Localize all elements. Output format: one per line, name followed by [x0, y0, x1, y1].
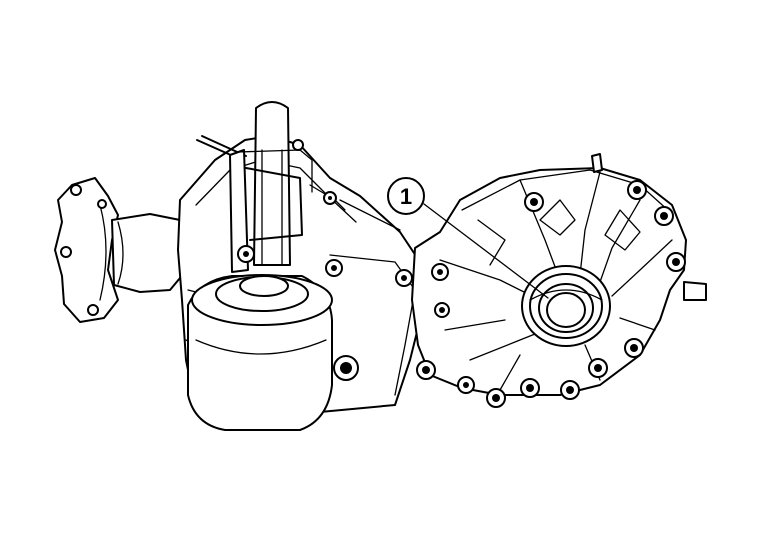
companion-flange [54, 177, 189, 323]
differential-carrier [411, 153, 707, 408]
callout-number: 1 [400, 184, 412, 209]
carrier-bolts [416, 180, 686, 408]
callout-1: 1 [387, 177, 549, 299]
mounting-insulator [187, 274, 333, 431]
